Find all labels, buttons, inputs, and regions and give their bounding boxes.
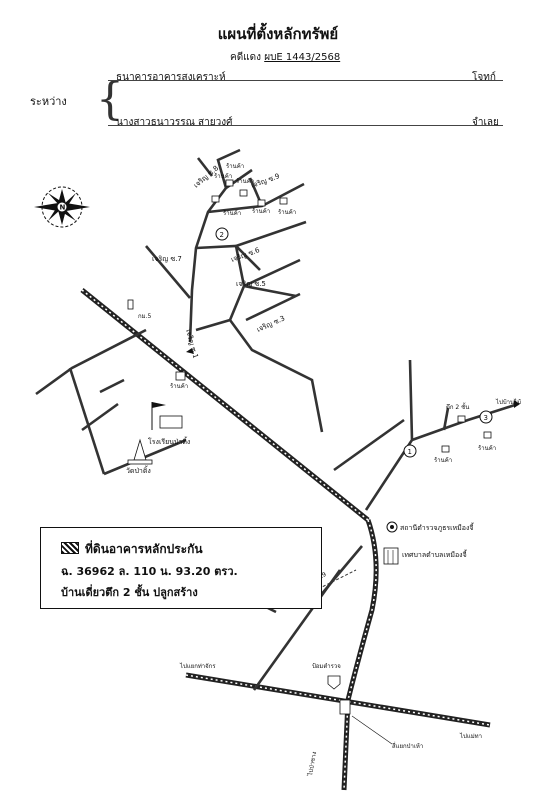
km-marker-icon (127, 299, 134, 310)
svg-text:ร้านค้า: ร้านค้า (434, 457, 452, 464)
shop-icon (257, 199, 266, 207)
police-box-label: ป้อมตำรวจ (312, 663, 341, 670)
legend-deed-info: ฉ. 36962 ล. 110 น. 93.20 ตรว. (61, 565, 238, 578)
case-number: ผบE 1443/2568 (264, 52, 341, 63)
plaintiff-name: ธนาคารอาคารสงเคราะห์ (116, 72, 226, 83)
legend-box: ที่ดินอาคารหลักประกัน ฉ. 36962 ล. 110 น.… (40, 527, 322, 609)
shop-icon (239, 189, 248, 197)
temple-icon (127, 438, 153, 465)
school-icon (151, 402, 183, 430)
police-emblem-icon (386, 521, 398, 533)
defendant-name: นางสาวธนาวรรณ สายวงศ์ (116, 117, 233, 128)
shop-icon (225, 179, 234, 187)
municipality-label: เทศบาลตำบลเหมืองจี้ (402, 548, 468, 559)
shop-icon (457, 415, 466, 423)
main-highway (80, 288, 379, 791)
marker-circle-3: 3 (479, 410, 493, 424)
plaintiff-role: โจทก์ (472, 72, 496, 83)
hatched-swatch-icon (61, 542, 79, 554)
soi-label-6: เจริญ ซ.6 (230, 246, 261, 264)
intersection-label: สี่แยกป่าเห้า (392, 742, 424, 750)
temple-label: วัดป่าติ้ง (126, 464, 151, 475)
svg-text:ร้านค้า: ร้านค้า (226, 163, 244, 170)
school-label: โรงเรียนป่าติ้ง (148, 435, 190, 446)
legend-title-row: ที่ดินอาคารหลักประกัน (61, 540, 203, 559)
to-maetha-label: ไปแม่ทา (459, 732, 482, 740)
svg-text:ร้านค้า: ร้านค้า (252, 208, 270, 215)
svg-text:ร้านค้า: ร้านค้า (278, 209, 296, 216)
plaintiff-underline (108, 80, 503, 81)
defendant-underline (108, 125, 503, 126)
shop-icon (483, 431, 492, 439)
shop-icon (175, 371, 186, 381)
svg-text:2: 2 (220, 231, 224, 239)
soi-label-5: เจริญ ซ.5 (236, 280, 266, 288)
soi-label-1: เจริญ ซ.1 (184, 328, 199, 359)
police-box-icon (327, 675, 341, 690)
page-title: แผนที่ตั้งหลักทรัพย์ (217, 25, 339, 43)
between-label: ระหว่าง (30, 95, 67, 108)
svg-text:ร้านค้า: ร้านค้า (170, 383, 188, 390)
arrow-right-icon (514, 400, 520, 408)
km-label: กม.5 (138, 313, 151, 320)
brace-icon: { (96, 74, 124, 125)
case-label: คดีแดง (230, 52, 262, 63)
svg-text:3: 3 (484, 414, 488, 422)
svg-text:ร้านค้า: ร้านค้า (223, 210, 241, 217)
soi-label-3: เจริญ ซ.3 (256, 314, 287, 333)
to-banmai-label: ไปบ้านไม้ (495, 398, 521, 406)
to-bypass-label: ไปป่าซาง (306, 751, 318, 777)
shop-icon (279, 197, 288, 205)
compass-rose-icon: N (34, 186, 90, 228)
defendant-role: จำเลย (472, 117, 499, 128)
traffic-icon (186, 348, 194, 354)
marker-circle-1: 1 (403, 444, 417, 458)
shop-icon (441, 445, 450, 453)
to-intersection-label: ไปแยกท่าจักร (179, 662, 216, 670)
crossing-highway (185, 672, 491, 728)
marker-circle-2: 2 (215, 227, 229, 241)
soi-label-9: เจริญ ซ.9 (250, 172, 281, 190)
police-station-label: สถานีตำรวจภูธรเหมืองจี้ (400, 521, 475, 532)
svg-text:ร้านค้า: ร้านค้า (214, 173, 232, 180)
legend-building-info: บ้านเดี่ยวตึก 2 ชั้น ปลูกสร้าง (61, 586, 198, 599)
legend-title: ที่ดินอาคารหลักประกัน (85, 542, 203, 556)
municipality-building-icon (383, 547, 399, 565)
svg-text:ร้านค้า: ร้านค้า (478, 445, 496, 452)
case-number-row: คดีแดง ผบE 1443/2568 (230, 50, 340, 65)
shop-icon (211, 195, 220, 203)
compass-north-letter: N (60, 204, 66, 212)
svg-text:ร้านค้า: ร้านค้า (236, 178, 254, 185)
building-label: ตึก 2 ชั้น (446, 401, 469, 411)
soi-label-7: เจริญ ซ.7 (152, 255, 182, 263)
bridge-icon (339, 699, 351, 715)
secondary-roads (35, 148, 519, 691)
svg-text:1: 1 (408, 448, 412, 456)
